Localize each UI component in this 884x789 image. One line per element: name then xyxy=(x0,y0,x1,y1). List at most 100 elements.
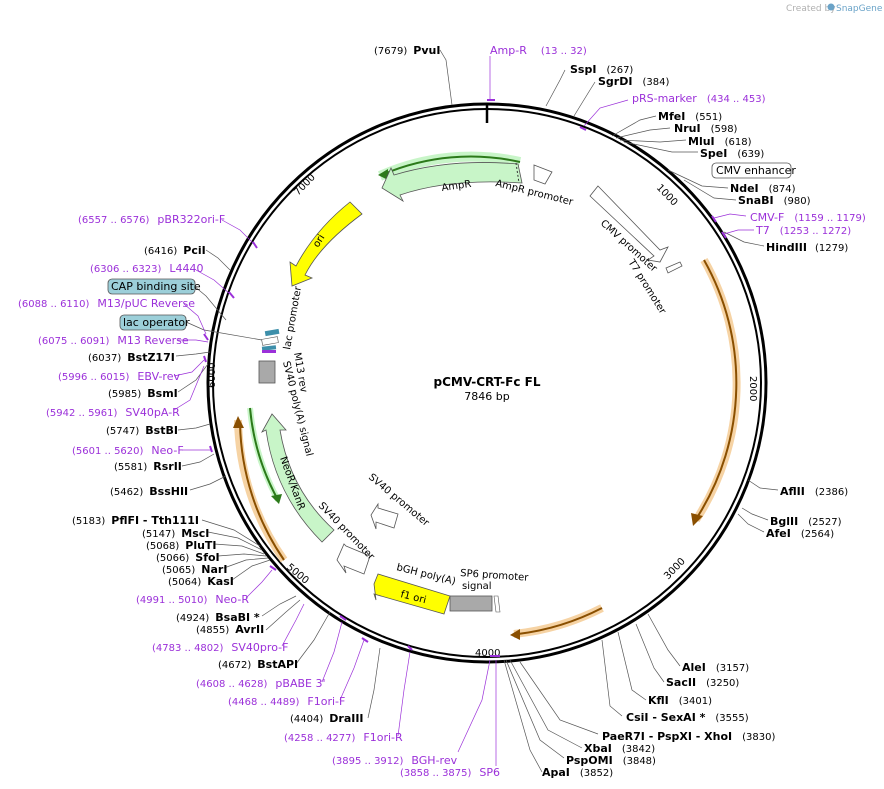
enzyme-label: SnaBI(980) xyxy=(738,194,811,207)
tick-label: 2000 xyxy=(747,376,758,401)
feature-label: (4991 .. 5010)Neo-R xyxy=(136,593,249,606)
lac-operator-mark xyxy=(261,345,277,351)
feature-labels: Amp-R(13 .. 32) pRS-marker(434 .. 453) C… xyxy=(18,44,866,779)
leader-line xyxy=(173,365,205,411)
feature-label: (4608 .. 4628)pBABE 3' xyxy=(196,677,326,690)
orf-right-arrowhead xyxy=(691,513,703,526)
enzyme-label: (5066)SfoI xyxy=(156,551,220,564)
feature-label: (6557 .. 6576)pBR322ori-F xyxy=(78,213,225,226)
feature-label: (3858 .. 3875)SP6 xyxy=(400,766,500,779)
feature-label: (6075 .. 6091)M13 Reverse xyxy=(38,334,189,347)
plasmid-size: 7846 bp xyxy=(464,390,509,403)
enzyme-label: (4672)BstAPI xyxy=(218,658,298,671)
primer-mark xyxy=(203,333,209,341)
leader-line xyxy=(178,339,209,343)
signal-label: signal xyxy=(462,581,492,592)
feature-label: (6088 .. 6110)M13/pUC Reverse xyxy=(18,297,195,310)
leader-line xyxy=(195,269,231,295)
enzyme-label: MfeI(551) xyxy=(658,110,722,123)
primer-mark xyxy=(269,565,277,571)
leader-line xyxy=(177,423,211,431)
neor-kanr-feature xyxy=(261,413,335,543)
tick-label: 1000 xyxy=(654,182,680,208)
sv40-promoter-2-feature xyxy=(370,502,399,530)
feature-label: CMV-F(1159 .. 1179) xyxy=(750,211,866,224)
leader-line xyxy=(683,179,737,201)
leader-line xyxy=(265,599,301,631)
m13-rev-mark xyxy=(262,350,276,353)
primer-mark xyxy=(407,645,413,651)
enzyme-label: (5462)BssHII xyxy=(110,485,188,498)
leader-line xyxy=(635,623,665,683)
enzyme-labels: (7679)PvuI SspI(267) SgrDI(384) MfeI(551… xyxy=(72,44,848,779)
lac-promoter-mark xyxy=(261,336,279,346)
leader-line xyxy=(439,49,453,106)
ampr-orf-arrowhead xyxy=(378,169,388,180)
leader-line xyxy=(295,611,331,665)
cmv-promoter-feature xyxy=(589,185,669,263)
orf-left-arrowhead xyxy=(233,416,244,428)
leader-line xyxy=(175,351,211,357)
primer-mark xyxy=(579,126,587,131)
leader-line xyxy=(503,659,543,773)
backbone xyxy=(206,102,768,664)
leader-line xyxy=(737,513,765,533)
t7-promoter-feature xyxy=(665,261,683,274)
leader-line xyxy=(713,213,747,219)
leader-line xyxy=(583,99,629,127)
tick-label: 7000 xyxy=(292,172,318,198)
enzyme-label: (4924)BsaBI * xyxy=(176,611,260,624)
enzyme-label: (5581)RsrII xyxy=(114,460,182,473)
snapgene-logo-icon xyxy=(827,3,835,11)
leader-line xyxy=(457,659,491,753)
enzyme-label: (5183)PflFI - Tth111I xyxy=(72,514,199,527)
feature-label: Amp-R(13 .. 32) xyxy=(490,44,587,57)
enzyme-label: HindIII(1279) xyxy=(766,241,848,254)
enzyme-label: XbaI(3842) xyxy=(584,742,655,755)
bgh-polya-feature xyxy=(449,595,493,612)
leader-line xyxy=(281,603,305,647)
feature-label: pRS-marker(434 .. 453) xyxy=(632,92,766,105)
enzyme-label: NruI(598) xyxy=(674,122,738,135)
tick-label: 5000 xyxy=(284,562,311,587)
leader-line xyxy=(619,139,687,143)
feature-label: (6306 .. 6323)L4440 xyxy=(90,262,204,275)
feature-label: (5996 .. 6015)EBV-rev xyxy=(58,370,180,383)
enzyme-label: NdeI(874) xyxy=(730,182,796,195)
leader-line xyxy=(339,639,365,701)
plasmid-name: pCMV-CRT-Fc FL xyxy=(434,375,541,389)
feature-label: (5601 .. 5620)Neo-F xyxy=(72,444,184,457)
leader-line xyxy=(667,169,729,189)
enzyme-label: (5747)BstBI xyxy=(106,424,178,437)
primer-mark xyxy=(203,355,207,363)
ampr-orf-line xyxy=(383,155,521,175)
leader-line xyxy=(321,621,343,683)
leader-line xyxy=(185,321,263,341)
leader-line xyxy=(245,569,273,599)
enzyme-leaders xyxy=(175,49,790,773)
leader-line xyxy=(573,81,596,117)
leader-line xyxy=(623,141,698,153)
neor-orf-line xyxy=(249,407,279,501)
leader-line xyxy=(223,557,269,569)
ampr-feature xyxy=(381,162,523,203)
enzyme-label: PaeR7I - PspXI - XhoI(3830) xyxy=(602,730,776,743)
primer-mark xyxy=(209,445,213,453)
leader-line xyxy=(723,229,754,235)
leader-line xyxy=(747,479,779,491)
primer-mark xyxy=(252,241,258,249)
leader-line xyxy=(181,453,215,467)
leader-line xyxy=(601,639,623,717)
ampr-promoter-label: AmpR promoter xyxy=(494,178,575,208)
tick-label: 3000 xyxy=(662,556,688,582)
leader-line xyxy=(207,531,263,551)
primer-mark xyxy=(721,231,727,239)
feature-leaders xyxy=(173,56,754,766)
enzyme-label: (4404)DraIII xyxy=(290,712,364,725)
credit-brand: SnapGene xyxy=(836,4,883,14)
leader-line xyxy=(723,231,765,247)
cmv-enhancer-box xyxy=(711,162,792,179)
leader-line xyxy=(231,559,271,581)
enzyme-label: SgrDI(384) xyxy=(598,75,669,88)
feature-label: (4468 .. 4489)F1ori-F xyxy=(228,695,345,708)
